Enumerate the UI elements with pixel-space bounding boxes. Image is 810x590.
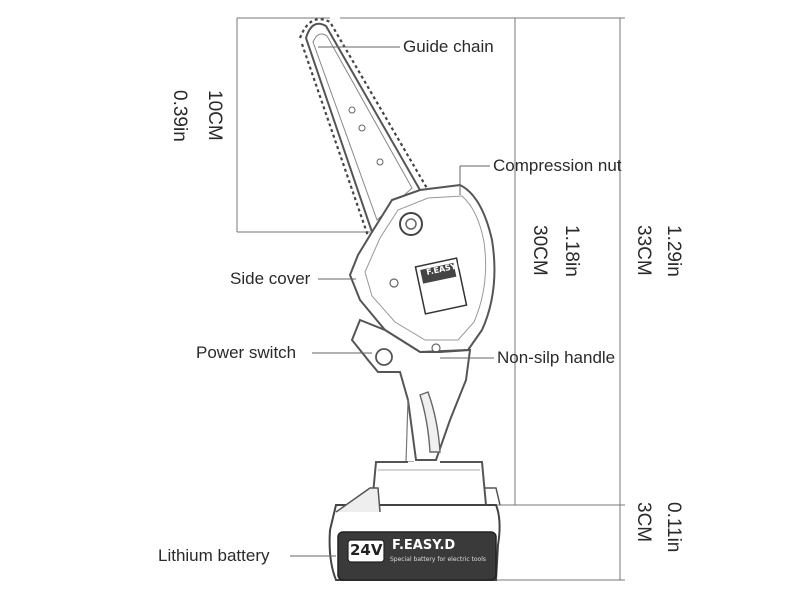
bar-length-inch: 0.39in bbox=[169, 90, 190, 142]
leader-lines bbox=[290, 46, 494, 557]
battery-brand: F.EASY.D bbox=[392, 538, 456, 553]
battery-small-text: Special battery for electric tools bbox=[390, 556, 487, 563]
battery-voltage: 24V bbox=[350, 541, 383, 559]
dimension-lines bbox=[236, 17, 625, 581]
voltage-badge bbox=[347, 539, 385, 563]
battery-height-inch: 0.11in bbox=[663, 502, 684, 553]
total-height-cm: 33CM bbox=[633, 225, 654, 276]
label-side-cover: Side cover bbox=[230, 269, 311, 288]
handle bbox=[350, 318, 488, 506]
brand-badge bbox=[414, 257, 468, 315]
battery-height-cm: 3CM bbox=[633, 502, 654, 543]
label-guide-chain: Guide chain bbox=[403, 37, 494, 56]
total-height-inch: 1.29in bbox=[663, 225, 684, 277]
trigger bbox=[419, 391, 441, 453]
label-power-switch: Power switch bbox=[196, 343, 297, 362]
chain-teeth bbox=[298, 18, 429, 237]
label-compression-nut: Compression nut bbox=[493, 156, 622, 175]
body-height-cm: 30CM bbox=[529, 225, 550, 276]
bar-holes bbox=[348, 106, 384, 166]
power-switch-hole bbox=[375, 348, 393, 366]
guide-bar bbox=[298, 18, 429, 237]
body-height-inch: 1.18in bbox=[561, 225, 582, 277]
battery-pack bbox=[328, 487, 501, 581]
label-non-slip-handle: Non-silp handle bbox=[497, 348, 616, 367]
label-lithium-battery: Lithium battery bbox=[158, 546, 270, 565]
bar-length-cm: 10CM bbox=[204, 90, 225, 141]
